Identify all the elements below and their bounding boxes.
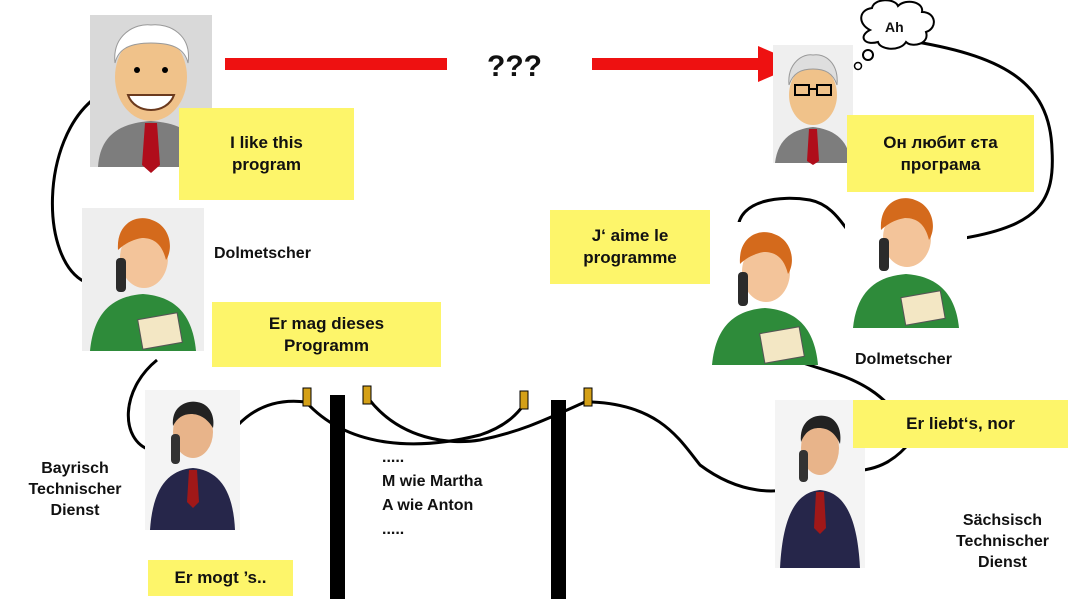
cable-bavarian-pole	[236, 399, 307, 427]
left-interpreter-label: Dolmetscher	[214, 245, 311, 262]
cable-speaker-interpreter	[51, 96, 96, 284]
insulator-4	[583, 387, 593, 407]
cable-interpreter-bavarian	[126, 358, 158, 452]
insulator-1	[302, 387, 312, 407]
red-arrow	[225, 46, 800, 82]
cable-span-upper	[366, 397, 586, 444]
thought-bubble	[853, 0, 935, 71]
listener-figure	[773, 45, 853, 165]
bavarian-tech-note: Er mogt ’s..	[148, 560, 293, 596]
right-interpreters-label: Dolmetscher	[855, 351, 952, 368]
saxon-tech-figure	[775, 400, 865, 568]
speaker-figure	[90, 15, 212, 173]
bavarian-tech-label: Bayrisch Technischer Dienst	[28, 460, 122, 519]
right-interpreters-note: J‘ aime le programme	[550, 210, 710, 284]
speaker-note: I like this program	[179, 108, 354, 200]
cable-interpreters	[736, 196, 851, 234]
bavarian-tech-figure	[145, 390, 240, 530]
thought-dot-1	[862, 49, 874, 61]
saxon-tech-label: Sächsisch Technischer Dienst	[955, 512, 1050, 571]
insulator-3	[519, 390, 529, 410]
listener-note: Он любит єта програма	[847, 115, 1034, 192]
thought-text: Ah	[885, 19, 904, 35]
telephone-poles	[302, 385, 593, 599]
cable-listener-interpreter	[904, 38, 1054, 240]
arrow-shaft-left	[225, 58, 447, 70]
left-interpreter-note: Er mag dieses Programm	[212, 302, 441, 367]
pole-right	[551, 400, 566, 599]
spelling-text: ..... M wie Martha A wie Anton .....	[382, 449, 483, 538]
saxon-tech-note: Er liebt‘s, nor	[853, 400, 1068, 448]
arrow-shaft-right	[592, 58, 762, 70]
pole-left	[330, 395, 345, 599]
left-interpreter-figure	[82, 208, 204, 351]
cable-pole-saxon	[591, 400, 801, 493]
missing-translation-label: ???	[487, 50, 542, 83]
right-interpreter-figure-front	[704, 222, 826, 365]
insulator-2	[362, 385, 372, 405]
thought-dot-2	[853, 61, 863, 71]
right-interpreter-figure-back	[845, 190, 967, 328]
thought-cloud	[860, 0, 935, 50]
